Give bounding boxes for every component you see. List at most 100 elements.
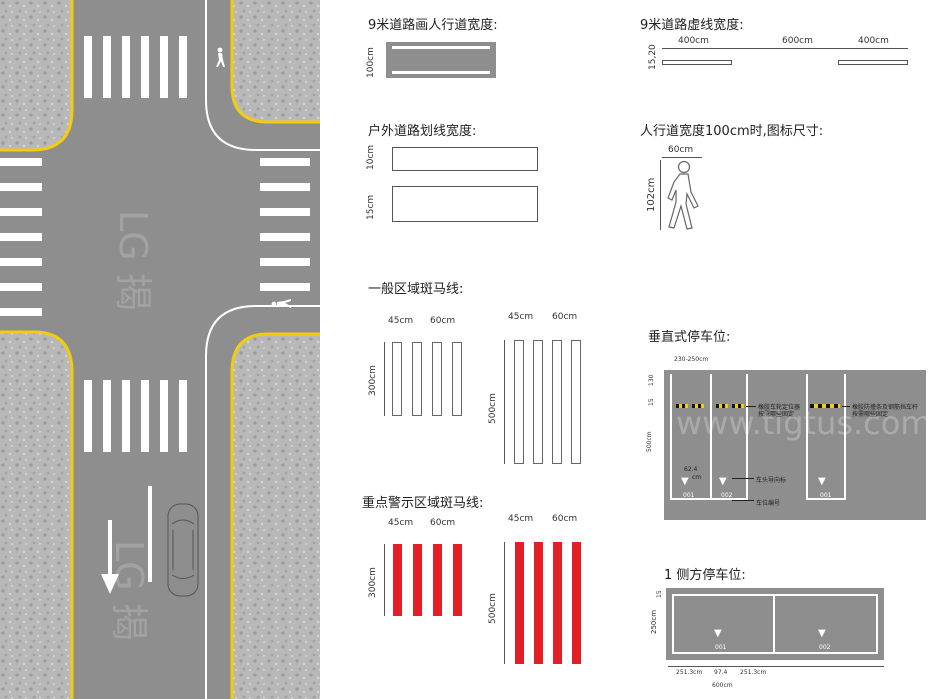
dash-label-2: 600cm [782, 36, 813, 46]
zebra-top [84, 36, 187, 98]
crosswalk-width-title: 9米道路画人行道宽度: [368, 18, 498, 33]
watermark-text: www.tigtus.com [676, 404, 932, 442]
side-height: 250cm [650, 609, 658, 634]
red-zebra-bar [413, 544, 422, 616]
red-zebra-bar [534, 542, 543, 664]
dim-62-4: 62.4 [684, 466, 698, 473]
perp-parking-title: 垂直式停车位: [648, 330, 731, 345]
line-sample-15cm [392, 186, 538, 222]
side-dim-1: 251.3cm [676, 669, 703, 676]
side-dim-3: 251.3cm [740, 669, 767, 676]
crosswalk-height-label: 100cm [366, 47, 376, 78]
sidewalk-bottom-right [232, 334, 320, 699]
triangle-marker-icon: ▼ [818, 476, 826, 487]
side-total: 600cm [712, 682, 733, 689]
bumper-strip [810, 404, 840, 408]
intersection-plan: LG 揭 LG 揭 [0, 0, 320, 699]
pedestrian-icon [216, 47, 225, 67]
wz-small-dim-line [384, 544, 385, 616]
gz-large-dim-line [504, 340, 505, 464]
callout-line [732, 478, 754, 479]
zebra-bar [432, 342, 442, 416]
wz-small-width: 45cm [388, 518, 414, 528]
red-zebra-bar [433, 544, 442, 616]
note-direction: 车头导向标 [756, 477, 787, 484]
parking-stall [806, 374, 846, 500]
red-zebra-bar [515, 542, 524, 664]
zebra-bar [392, 342, 402, 416]
outdoor-dim-15: 15cm [366, 194, 376, 220]
spot-number: 002 [721, 492, 733, 499]
svg-text:LG 揭: LG 揭 [107, 540, 151, 641]
wz-small-height: 300cm [368, 567, 378, 598]
wz-large-gap: 60cm [552, 514, 578, 524]
callout-line [842, 406, 850, 407]
note-wheel-stop: 橡胶车轮定位器 按需哪些固定 [758, 404, 801, 418]
zebra-right [260, 158, 310, 291]
dash-dim-line [662, 48, 908, 49]
zebra-bar [452, 342, 462, 416]
parking-stall [710, 374, 748, 500]
side-dim-2: 97.4 [714, 669, 728, 676]
red-zebra-bar [553, 542, 562, 664]
curb-bottom-right [230, 332, 320, 699]
red-zebra-bar [572, 542, 581, 664]
bike-lane-top [205, 0, 320, 151]
wheel-stop [716, 404, 728, 408]
wz-large-height: 500cm [488, 593, 498, 624]
outdoor-dim-10: 10cm [366, 144, 376, 170]
gz-small-dim-line [384, 342, 385, 416]
pedestrian-icon [271, 299, 291, 308]
note-spot-number: 车位编号 [756, 500, 781, 507]
sidewalk-top-right [232, 0, 320, 122]
perp-parking-panel: ▼ ▼ ▼ 001 002 001 62.4 cm 橡胶车轮定位器 按需哪些固定… [664, 370, 926, 520]
outdoor-line-title: 户外道路划线宽度: [368, 124, 477, 139]
parking-stall [670, 374, 712, 500]
perp-side-dim-130: 130 [648, 374, 655, 386]
zebra-left [0, 158, 42, 316]
crosswalk-sample [386, 42, 496, 78]
zebra-bottom [84, 380, 187, 452]
zebra-bar [533, 340, 543, 464]
dash-segment [662, 60, 732, 65]
dash-label-3: 400cm [858, 36, 889, 46]
wz-small-gap: 60cm [430, 518, 456, 528]
perp-height: 500cm [646, 431, 653, 452]
icon-height-dim [660, 160, 661, 230]
gz-small-height: 300cm [368, 365, 378, 396]
red-zebra-bar [393, 544, 402, 616]
side-edge: 15 [656, 590, 663, 598]
gz-large-height: 500cm [488, 393, 498, 424]
dim-cm: cm [692, 474, 702, 481]
bike-lane-bottom [205, 305, 320, 699]
triangle-marker-icon: ▼ [719, 476, 727, 487]
icon-width-dim [662, 157, 702, 158]
side-parking-panel: ▼ ▼ 001 002 [666, 588, 884, 660]
triangle-marker-icon: ▼ [818, 628, 826, 639]
side-parking-divider [773, 594, 775, 654]
side-dim-line [668, 666, 884, 667]
callout-line [732, 500, 754, 501]
zebra-bar [412, 342, 422, 416]
dash-label-1: 400cm [678, 36, 709, 46]
spot-number: 001 [820, 492, 832, 499]
icon-size-title: 人行道宽度100cm时,图标尺寸: [640, 124, 824, 139]
wheel-stop [732, 404, 744, 408]
zebra-bar [552, 340, 562, 464]
watermark: LG 揭 LG 揭 [107, 210, 155, 641]
line-sample-10cm [392, 147, 538, 171]
zebra-bar [571, 340, 581, 464]
gz-small-gap: 60cm [430, 316, 456, 326]
icon-height-label: 102cm [646, 177, 657, 212]
curb-top-right [230, 0, 320, 124]
wheel-stop [676, 404, 688, 408]
arrow-down-icon [101, 520, 119, 594]
general-zebra-title: 一般区域斑马线: [368, 282, 464, 297]
pedestrian-icon [667, 160, 699, 230]
zebra-bar [514, 340, 524, 464]
icon-width-label: 60cm [668, 145, 694, 155]
side-parking-title: 1 侧方停车位: [664, 568, 746, 583]
gz-small-width: 45cm [388, 316, 414, 326]
spot-number: 002 [819, 644, 831, 651]
spot-number: 001 [683, 492, 695, 499]
